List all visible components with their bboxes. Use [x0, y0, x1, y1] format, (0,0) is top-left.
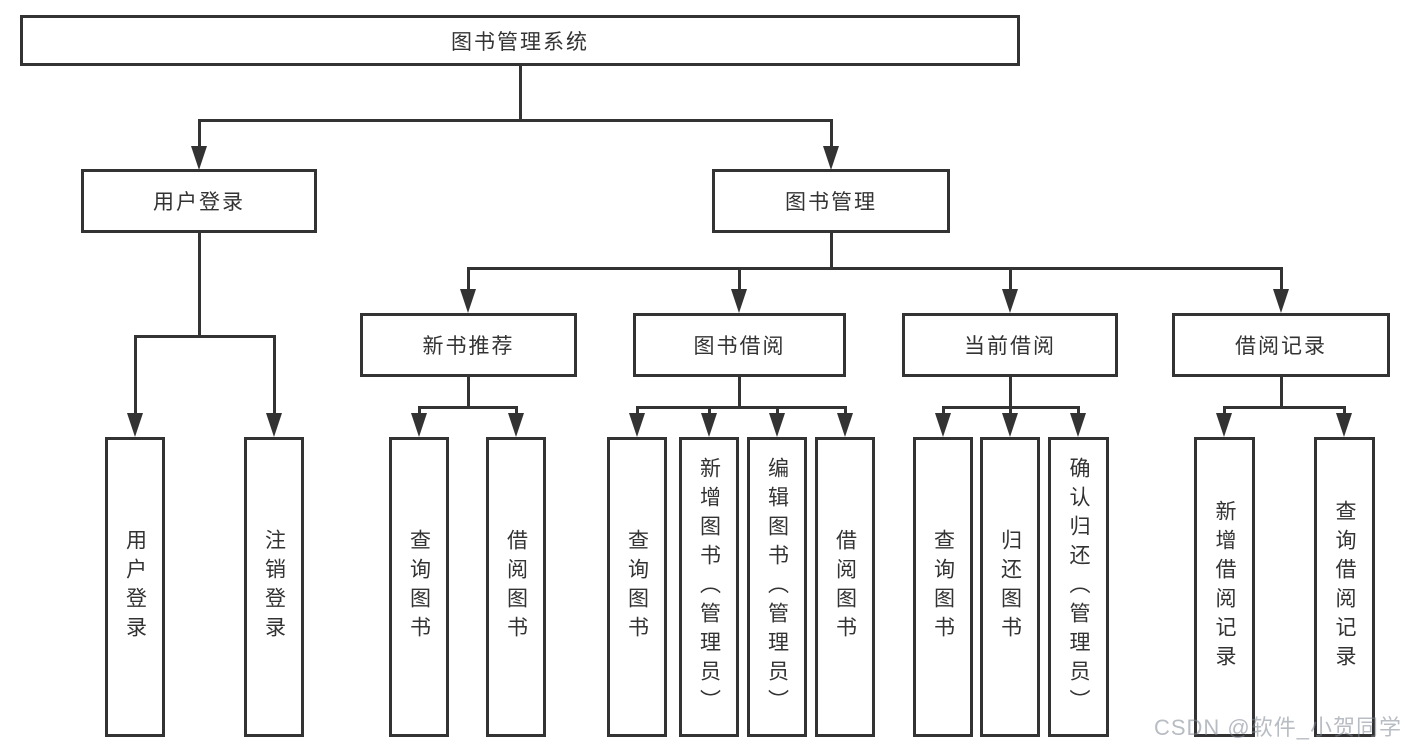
- leaf-add-record-label: 新增借阅记录: [1213, 500, 1236, 674]
- connector-line: [737, 375, 741, 408]
- connector-line: [417, 406, 421, 416]
- node-book-borrow: 图书借阅: [633, 313, 846, 377]
- connector-line: [197, 231, 201, 337]
- connector-line: [843, 406, 847, 416]
- node-root: 图书管理系统: [20, 15, 1020, 66]
- connector-line: [635, 406, 639, 416]
- arrowhead-down-icon: [1070, 413, 1086, 437]
- arrowhead-down-icon: [1336, 413, 1352, 437]
- node-borrow-record: 借阅记录: [1172, 313, 1390, 377]
- leaf-borrow-book-1-label: 借阅图书: [504, 529, 528, 645]
- node-new-book-rec-label: 新书推荐: [422, 335, 515, 358]
- connector-line: [197, 118, 832, 122]
- leaf-borrow-book-1: 借阅图书: [486, 437, 546, 737]
- connector-line: [518, 64, 522, 122]
- arrowhead-down-icon: [823, 146, 839, 170]
- leaf-edit-book: 编辑图书（管理员）: [747, 437, 807, 737]
- arrowhead-down-icon: [127, 413, 143, 437]
- connector-line: [133, 334, 276, 338]
- node-user-login-label: 用户登录: [153, 191, 245, 214]
- leaf-query-book-1-label: 查询图书: [407, 529, 431, 645]
- leaf-query-book-3-label: 查询图书: [931, 529, 955, 645]
- connector-line: [1222, 405, 1346, 409]
- connector-line: [829, 119, 833, 150]
- connector-line: [133, 336, 137, 418]
- connector-line: [466, 266, 1283, 270]
- connector-line: [1342, 406, 1346, 416]
- leaf-edit-book-label: 编辑图书（管理员）: [765, 456, 789, 718]
- arrowhead-down-icon: [266, 413, 282, 437]
- arrowhead-down-icon: [701, 413, 717, 437]
- arrowhead-down-icon: [935, 413, 951, 437]
- arrowhead-down-icon: [769, 413, 785, 437]
- leaf-query-book-2: 查询图书: [607, 437, 667, 737]
- leaf-add-book: 新增图书（管理员）: [679, 437, 739, 737]
- leaf-add-record: 新增借阅记录: [1194, 437, 1255, 737]
- arrowhead-down-icon: [731, 289, 747, 313]
- node-book-mgmt: 图书管理: [712, 169, 950, 233]
- arrowhead-down-icon: [411, 413, 427, 437]
- connector-line: [1008, 375, 1012, 408]
- leaf-borrow-book-2-label: 借阅图书: [833, 529, 857, 645]
- node-current-borrow: 当前借阅: [902, 313, 1118, 377]
- leaf-query-record-label: 查询借阅记录: [1333, 500, 1356, 674]
- connector-line: [272, 336, 276, 418]
- connector-line: [829, 231, 833, 269]
- connector-line: [417, 405, 518, 409]
- connector-line: [707, 406, 711, 416]
- node-borrow-record-label: 借阅记录: [1235, 335, 1327, 358]
- arrowhead-down-icon: [191, 146, 207, 170]
- leaf-return-book: 归还图书: [980, 437, 1040, 737]
- leaf-user-login-label: 用户登录: [123, 529, 147, 645]
- arrowhead-down-icon: [629, 413, 645, 437]
- arrowhead-down-icon: [1002, 289, 1018, 313]
- connector-line: [466, 375, 470, 408]
- arrowhead-down-icon: [460, 289, 476, 313]
- node-new-book-rec: 新书推荐: [360, 313, 577, 377]
- leaf-logout: 注销登录: [244, 437, 304, 737]
- arrowhead-down-icon: [837, 413, 853, 437]
- connector-line: [1008, 268, 1012, 293]
- leaf-borrow-book-2: 借阅图书: [815, 437, 875, 737]
- node-user-login: 用户登录: [81, 169, 317, 233]
- arrowhead-down-icon: [508, 413, 524, 437]
- arrowhead-down-icon: [1002, 413, 1018, 437]
- csdn-watermark: CSDN @软件_小贺同学: [1153, 715, 1402, 740]
- connector-line: [737, 268, 741, 293]
- connector-line: [635, 405, 847, 409]
- connector-line: [1076, 406, 1080, 416]
- connector-line: [1279, 268, 1283, 293]
- leaf-query-book-1: 查询图书: [389, 437, 449, 737]
- leaf-confirm-return: 确认归还（管理员）: [1048, 437, 1109, 737]
- leaf-add-book-label: 新增图书（管理员）: [697, 456, 721, 718]
- arrowhead-down-icon: [1216, 413, 1232, 437]
- node-current-borrow-label: 当前借阅: [964, 335, 1056, 358]
- connector-line: [1279, 375, 1283, 408]
- leaf-return-book-label: 归还图书: [998, 529, 1022, 645]
- connector-line: [514, 406, 518, 416]
- leaf-user-login: 用户登录: [105, 437, 165, 737]
- connector-line: [197, 119, 201, 150]
- connector-line: [775, 406, 779, 416]
- leaf-logout-label: 注销登录: [262, 529, 286, 645]
- connector-line: [1008, 406, 1012, 416]
- leaf-query-record: 查询借阅记录: [1314, 437, 1375, 737]
- leaf-query-book-2-label: 查询图书: [625, 529, 649, 645]
- node-book-mgmt-label: 图书管理: [785, 191, 877, 214]
- connector-line: [466, 268, 470, 293]
- arrowhead-down-icon: [1273, 289, 1289, 313]
- connector-line: [1222, 406, 1226, 416]
- leaf-confirm-return-label: 确认归还（管理员）: [1067, 456, 1090, 718]
- node-book-borrow-label: 图书借阅: [693, 335, 786, 358]
- node-root-label: 图书管理系统: [451, 30, 589, 54]
- leaf-query-book-3: 查询图书: [913, 437, 973, 737]
- connector-line: [941, 406, 945, 416]
